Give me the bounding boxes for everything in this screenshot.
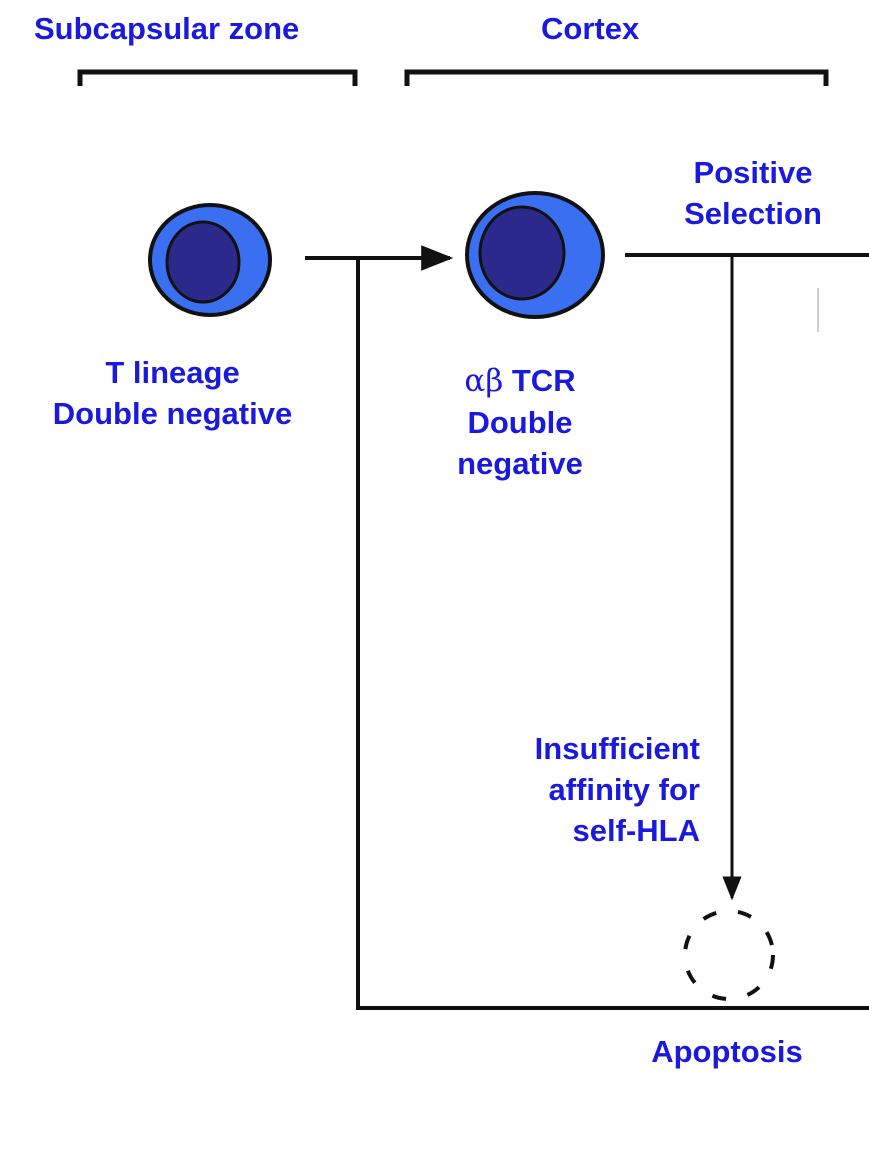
- ab-greek-letters: αβ: [464, 363, 504, 399]
- t-lineage-cell-icon: [148, 203, 272, 317]
- cortex-bracket: [404, 69, 829, 86]
- ab-tcr-cell-icon: [465, 191, 605, 319]
- insufficient-line3: self-HLA: [572, 813, 700, 848]
- positive-selection-line1: Positive: [693, 155, 813, 190]
- insufficient-line1: Insufficient: [534, 731, 700, 766]
- t-lineage-line1: T lineage: [105, 355, 240, 390]
- positive-selection-line2: Selection: [684, 196, 822, 231]
- apoptotic-cell-icon: [683, 909, 775, 1001]
- t-lineage-label: T lineage Double negative: [0, 352, 345, 434]
- positive-selection-label: Positive Selection: [663, 152, 843, 234]
- subcapsular-bracket: [77, 69, 358, 86]
- ab-tcr-line2: Double: [467, 405, 573, 440]
- ab-tcr-text: TCR: [511, 363, 576, 398]
- ab-tcr-line1: αβ TCR: [405, 360, 635, 402]
- subcapsular-zone-label: Subcapsular zone: [34, 11, 300, 46]
- cortex-label: Cortex: [541, 11, 640, 46]
- ab-tcr-line3: negative: [457, 446, 583, 481]
- insufficient-line2: affinity for: [548, 772, 700, 807]
- bottom-connector-line: [356, 258, 869, 1010]
- apoptosis-label: Apoptosis: [651, 1034, 803, 1069]
- ab-tcr-label: αβ TCR Double negative: [405, 360, 635, 484]
- insufficient-affinity-label: Insufficient affinity for self-HLA: [455, 728, 700, 851]
- t-lineage-line2: Double negative: [52, 396, 293, 431]
